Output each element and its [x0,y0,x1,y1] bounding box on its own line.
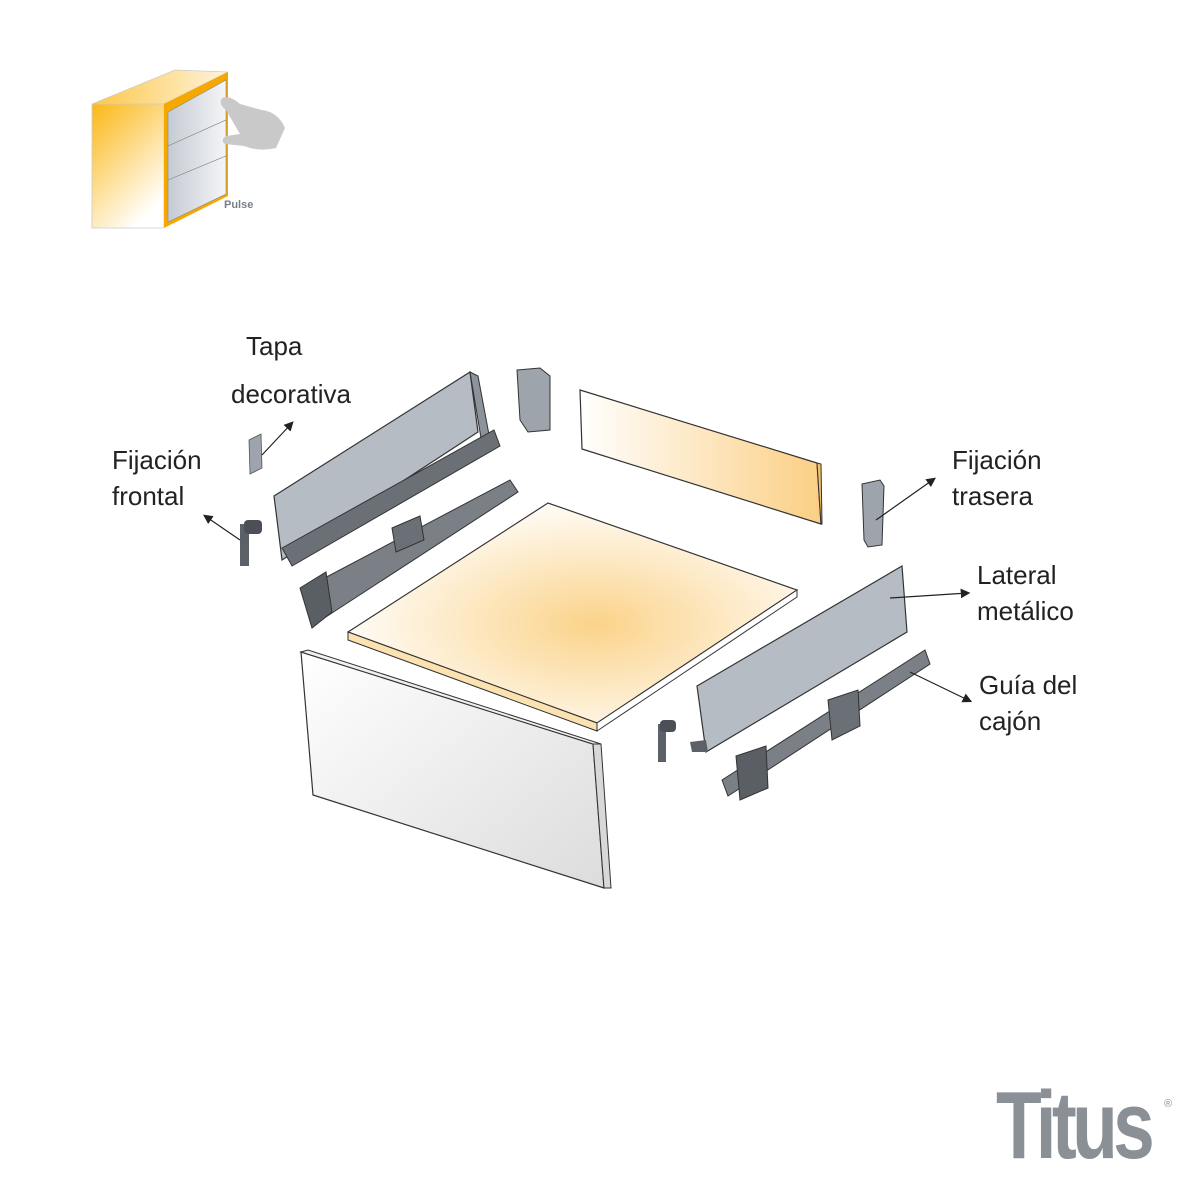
label-fijacion-trasera-2: trasera [952,481,1033,511]
label-cajon: cajón [979,706,1042,736]
arrow-lateral [889,588,971,599]
titus-logo: Titus [996,1072,1155,1179]
label-metalico: metálico [977,596,1074,626]
arrow-fijacion-trasera [875,477,936,521]
drawer-base-part [346,502,799,732]
label-fijacion-frontal-1: Fijación [112,445,202,475]
arrow-guia [909,671,973,703]
label-tapa: Tapa [246,331,303,361]
drawer-front-panel-part [299,649,612,889]
arrow-fijacion-frontal [203,514,241,541]
label-decorativa: decorativa [231,379,351,409]
left-drawer-rail-part [299,479,519,629]
pulse-label: Pulse [224,199,254,211]
back-panel-part [579,389,823,525]
front-fixation-right-part [658,720,676,762]
hand-pointer-icon [220,97,285,150]
label-guia-del: Guía del [979,670,1078,700]
arrow-tapa [261,421,294,456]
front-fixation-part [240,520,262,566]
left-metal-side-part [273,370,501,567]
right-drawer-rail-part [721,649,931,801]
pulse-cabinet-icon [91,69,285,229]
label-fijacion-trasera-1: Fijación [952,445,1042,475]
decorative-cap-part [248,433,263,475]
label-lateral: Lateral [977,560,1057,590]
registered-mark: ® [1164,1098,1173,1110]
rear-fixation-part [861,479,885,548]
label-fijacion-frontal-2: frontal [112,481,185,511]
rear-bracket-left-part [516,367,551,433]
right-metal-side-part [690,564,908,753]
